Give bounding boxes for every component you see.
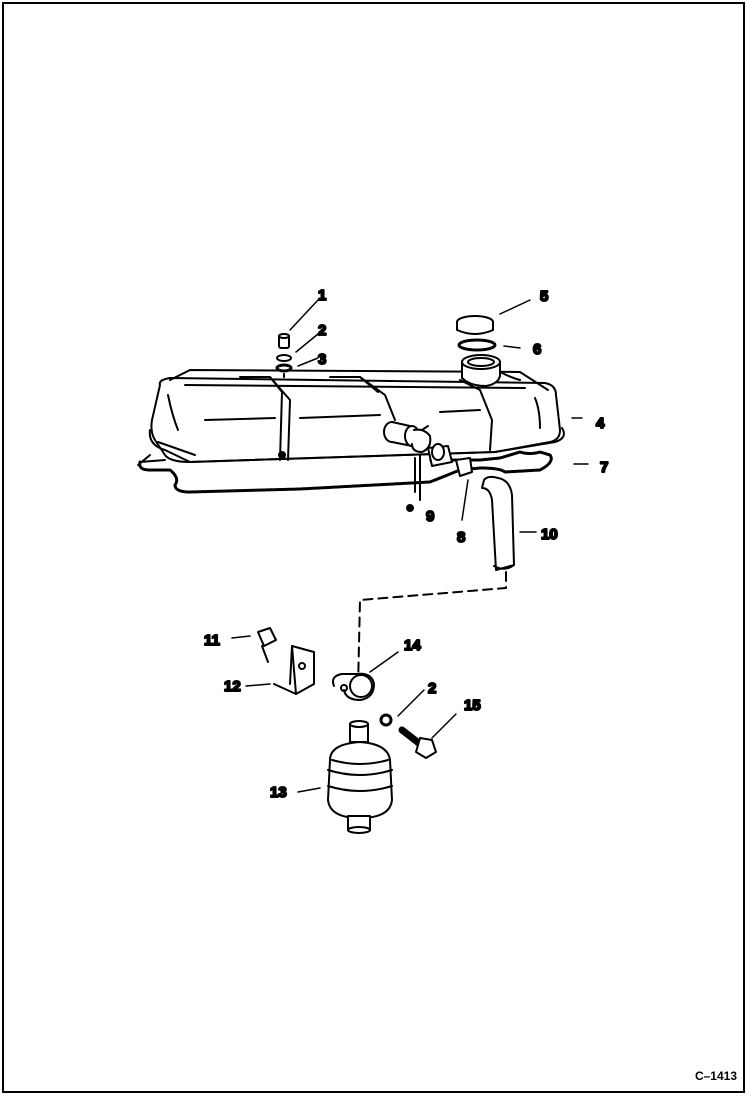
hose-clamp	[332, 672, 375, 701]
callout-4: 4	[596, 415, 605, 432]
leader-lines	[231, 299, 589, 793]
screw-11	[257, 627, 277, 663]
callout-6: 6	[533, 341, 541, 358]
callout-1: 1	[318, 287, 326, 304]
hose	[481, 475, 515, 571]
callout-14: 14	[404, 637, 421, 654]
callout-10: 10	[541, 526, 558, 543]
breather-assembly	[383, 421, 473, 512]
breather-filter	[327, 720, 393, 834]
callout-9: 9	[426, 508, 434, 525]
callout-15: 15	[464, 697, 481, 714]
valve-cover-illustration	[148, 354, 565, 463]
hose-routing-dashed-line	[357, 571, 507, 689]
callout-11: 11	[204, 632, 220, 649]
callout-2: 2	[318, 322, 326, 339]
callout-12: 12	[224, 678, 241, 695]
gasket-outline	[138, 450, 553, 494]
callout-13: 13	[270, 784, 287, 801]
cap-and-seal	[456, 315, 497, 352]
bolt-15	[398, 726, 437, 759]
callout-8: 8	[457, 529, 465, 546]
callout-5: 5	[540, 288, 548, 305]
callout-7: 7	[600, 459, 608, 476]
callout-2-lower: 2	[428, 680, 436, 697]
figure-id-label: C–1413	[694, 1069, 737, 1083]
bolt-and-washers	[275, 333, 293, 381]
callout-3: 3	[318, 351, 326, 368]
